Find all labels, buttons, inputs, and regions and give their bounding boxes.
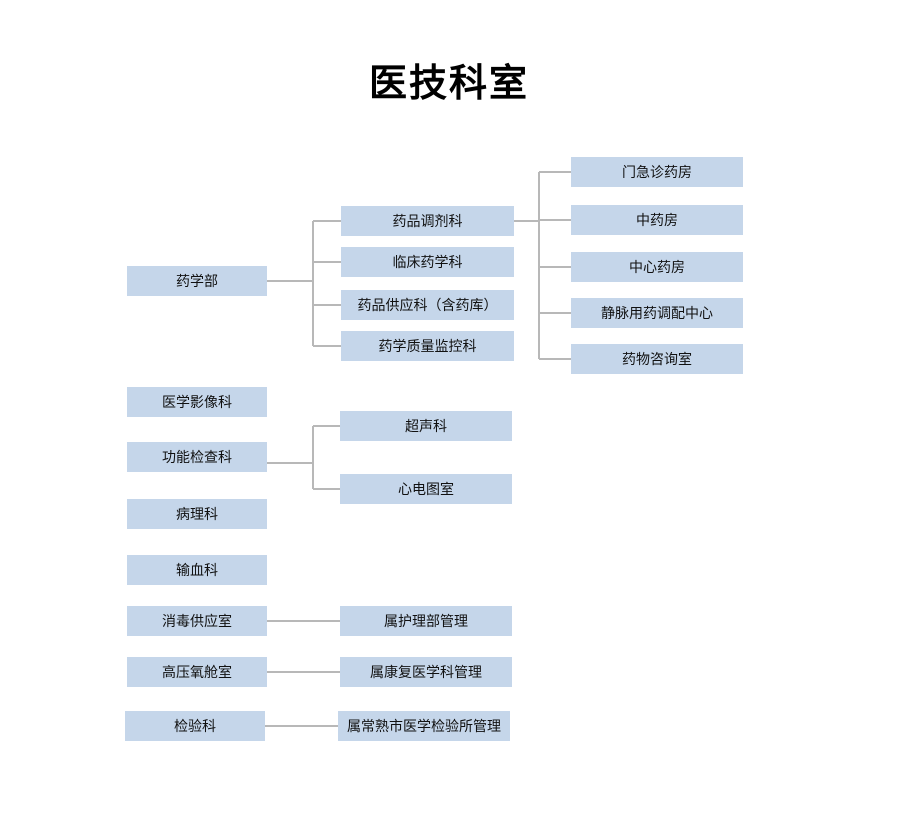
node-outpatient-pharmacy[interactable]: 门急诊药房 <box>571 157 743 187</box>
page-title: 医技科室 <box>368 61 529 105</box>
node-function-exam[interactable]: 功能检查科 <box>127 442 267 472</box>
node-clinical-pharmacy[interactable]: 临床药学科 <box>341 247 514 277</box>
node-tcm-pharmacy[interactable]: 中药房 <box>571 205 743 235</box>
node-iv-center[interactable]: 静脉用药调配中心 <box>571 298 743 328</box>
node-consult-room[interactable]: 药物咨询室 <box>571 344 743 374</box>
node-nursing-note[interactable]: 属护理部管理 <box>340 606 512 636</box>
node-laboratory[interactable]: 检验科 <box>125 711 265 741</box>
node-ultrasound[interactable]: 超声科 <box>340 411 512 441</box>
connector-group <box>265 171 571 727</box>
node-imaging[interactable]: 医学影像科 <box>127 387 267 417</box>
node-hyperbaric[interactable]: 高压氧舱室 <box>127 657 267 687</box>
node-pathology[interactable]: 病理科 <box>127 499 267 529</box>
node-pharmacy-dept[interactable]: 药学部 <box>127 266 267 296</box>
node-lab-note[interactable]: 属常熟市医学检验所管理 <box>338 711 510 741</box>
node-drug-supply[interactable]: 药品供应科（含药库） <box>341 290 514 320</box>
node-central-pharmacy[interactable]: 中心药房 <box>571 252 743 282</box>
node-transfusion[interactable]: 输血科 <box>127 555 267 585</box>
node-rehab-note[interactable]: 属康复医学科管理 <box>340 657 512 687</box>
node-quality-control[interactable]: 药学质量监控科 <box>341 331 514 361</box>
node-dispensing[interactable]: 药品调剂科 <box>341 206 514 236</box>
node-ecg-room[interactable]: 心电图室 <box>340 474 512 504</box>
node-disinfection[interactable]: 消毒供应室 <box>127 606 267 636</box>
